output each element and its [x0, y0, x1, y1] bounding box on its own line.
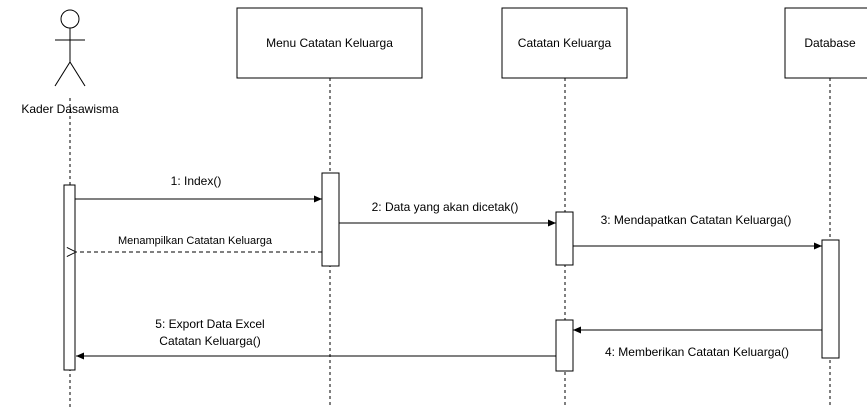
message-2-data-yang-akan-dicetak[interactable]: 2: Data yang akan dicetak() [339, 200, 556, 227]
participant-menu-catatan-keluarga[interactable]: Menu Catatan Keluarga [236, 7, 423, 79]
activation-bar-database [821, 239, 840, 359]
participant-database[interactable]: Database [784, 7, 867, 79]
participant-box [236, 7, 423, 79]
activation-bar-catatan-1 [555, 211, 574, 266]
message-label: 4: Memberikan Catatan Keluarga() [605, 345, 789, 359]
actor-leg-left [54, 61, 71, 87]
message-label-line1: 5: Export Data Excel [155, 317, 264, 331]
message-4-memberikan-catatan[interactable]: 4: Memberikan Catatan Keluarga() [573, 326, 822, 359]
participant-label: Menu Catatan Keluarga [266, 36, 393, 50]
participant-box [784, 7, 867, 79]
participant-label: Catatan Keluarga [518, 36, 612, 50]
actor-kader-dasawisma[interactable]: Kader Dasawisma [21, 9, 119, 116]
actor-label: Kader Dasawisma [21, 102, 119, 116]
message-label-line2: Catatan Keluarga() [159, 334, 260, 348]
participant-catatan-keluarga[interactable]: Catatan Keluarga [501, 7, 628, 79]
participant-label: Database [804, 36, 856, 50]
message-1-index[interactable]: 1: Index() [75, 174, 322, 203]
participant-box [501, 7, 628, 79]
message-label: Menampilkan Catatan Keluarga [118, 235, 273, 247]
actor-head-icon [60, 9, 80, 29]
actor-leg-right [69, 61, 86, 87]
message-3-mendapatkan-catatan[interactable]: 3: Mendapatkan Catatan Keluarga() [573, 213, 822, 250]
activation-bar-menu [321, 172, 340, 267]
message-label: 1: Index() [171, 174, 222, 188]
message-return-menampilkan[interactable]: Menampilkan Catatan Keluarga [76, 235, 322, 252]
activation-bar-actor [63, 184, 76, 371]
message-5-export-data-excel[interactable]: 5: Export Data Excel Catatan Keluarga() [76, 317, 556, 360]
activation-bar-catatan-2 [555, 319, 574, 372]
message-label: 3: Mendapatkan Catatan Keluarga() [601, 213, 792, 227]
message-label: 2: Data yang akan dicetak() [372, 200, 519, 214]
